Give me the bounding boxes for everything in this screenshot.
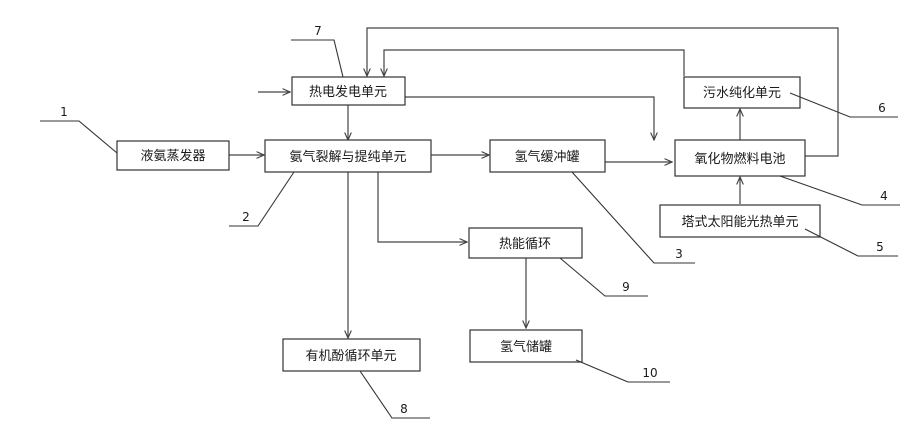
node-ammonia-evaporator: 液氨蒸发器	[117, 141, 229, 170]
node-hydrogen-storage-tank: 氢气储罐	[470, 330, 582, 362]
node-oxide-fuel-cell: 氧化物燃料电池	[675, 140, 805, 176]
svg-text:4: 4	[880, 189, 888, 203]
svg-text:2: 2	[242, 210, 250, 224]
svg-text:7: 7	[314, 24, 322, 38]
edge-power-to-sofc	[405, 97, 654, 140]
svg-text:液氨蒸发器: 液氨蒸发器	[140, 148, 205, 164]
edges	[229, 28, 838, 338]
node-wastewater-purification: 污水纯化单元	[684, 77, 800, 108]
edge-water-loop-to-power	[384, 50, 684, 76]
callout-1: 1	[40, 105, 117, 153]
edge-crack-to-heat	[378, 172, 467, 242]
svg-text:10: 10	[642, 366, 657, 380]
svg-text:有机酚循环单元: 有机酚循环单元	[305, 349, 396, 364]
callout-4: 4	[780, 176, 900, 205]
svg-text:3: 3	[675, 247, 683, 261]
node-hydrogen-buffer-tank: 氢气缓冲罐	[490, 140, 605, 172]
svg-text:氢气储罐: 氢气储罐	[500, 339, 552, 355]
callout-9: 9	[560, 258, 648, 296]
svg-text:5: 5	[876, 240, 884, 254]
svg-text:污水纯化单元: 污水纯化单元	[703, 86, 781, 101]
callout-8: 8	[360, 371, 430, 418]
svg-text:9: 9	[622, 280, 630, 294]
callout-6: 6	[790, 93, 898, 117]
svg-text:1: 1	[60, 105, 68, 119]
node-tower-solar-thermal: 塔式太阳能光热单元	[660, 205, 820, 237]
svg-text:6: 6	[878, 101, 886, 115]
callout-10: 10	[576, 360, 670, 382]
svg-text:塔式太阳能光热单元: 塔式太阳能光热单元	[681, 215, 798, 230]
node-organic-phenol-cycle: 有机酚循环单元	[283, 339, 420, 371]
node-thermoelectric-power: 热电发电单元	[292, 77, 405, 105]
node-heat-cycle: 热能循环	[469, 228, 582, 258]
svg-text:氨气裂解与提纯单元: 氨气裂解与提纯单元	[289, 149, 406, 165]
svg-text:氢气缓冲罐: 氢气缓冲罐	[514, 149, 579, 165]
svg-text:氧化物燃料电池: 氧化物燃料电池	[694, 151, 785, 167]
svg-text:8: 8	[400, 402, 408, 416]
svg-text:热能循环: 热能循环	[499, 237, 551, 252]
svg-text:热电发电单元: 热电发电单元	[309, 84, 387, 100]
callout-7: 7	[291, 24, 343, 77]
callout-2: 2	[229, 172, 294, 226]
node-ammonia-cracking-purification: 氨气裂解与提纯单元	[265, 140, 431, 172]
